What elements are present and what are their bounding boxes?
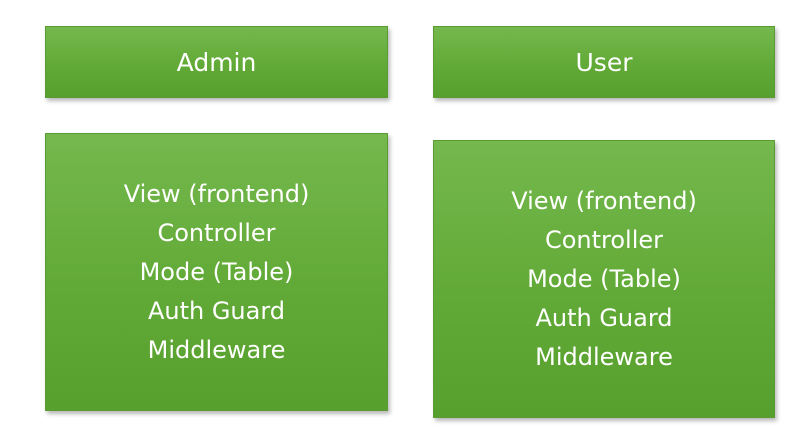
- user-layer-view: View (frontend): [511, 186, 697, 215]
- admin-layers-box: View (frontend) Controller Mode (Table) …: [45, 133, 388, 411]
- user-layer-auth-guard: Auth Guard: [535, 303, 673, 332]
- admin-header-box: Admin: [45, 26, 388, 98]
- admin-layer-auth-guard: Auth Guard: [147, 296, 286, 325]
- admin-layer-model: Mode (Table): [139, 257, 294, 286]
- user-layers-box: View (frontend) Controller Mode (Table) …: [433, 140, 775, 418]
- admin-layer-controller: Controller: [157, 218, 276, 247]
- user-layer-controller: Controller: [544, 225, 664, 254]
- user-layer-model: Mode (Table): [527, 264, 681, 293]
- user-title: User: [575, 47, 633, 77]
- user-layer-middleware: Middleware: [535, 342, 673, 371]
- user-header-box: User: [433, 26, 775, 98]
- admin-layer-view: View (frontend): [123, 179, 310, 208]
- admin-title: Admin: [176, 47, 257, 77]
- admin-layer-middleware: Middleware: [147, 335, 286, 364]
